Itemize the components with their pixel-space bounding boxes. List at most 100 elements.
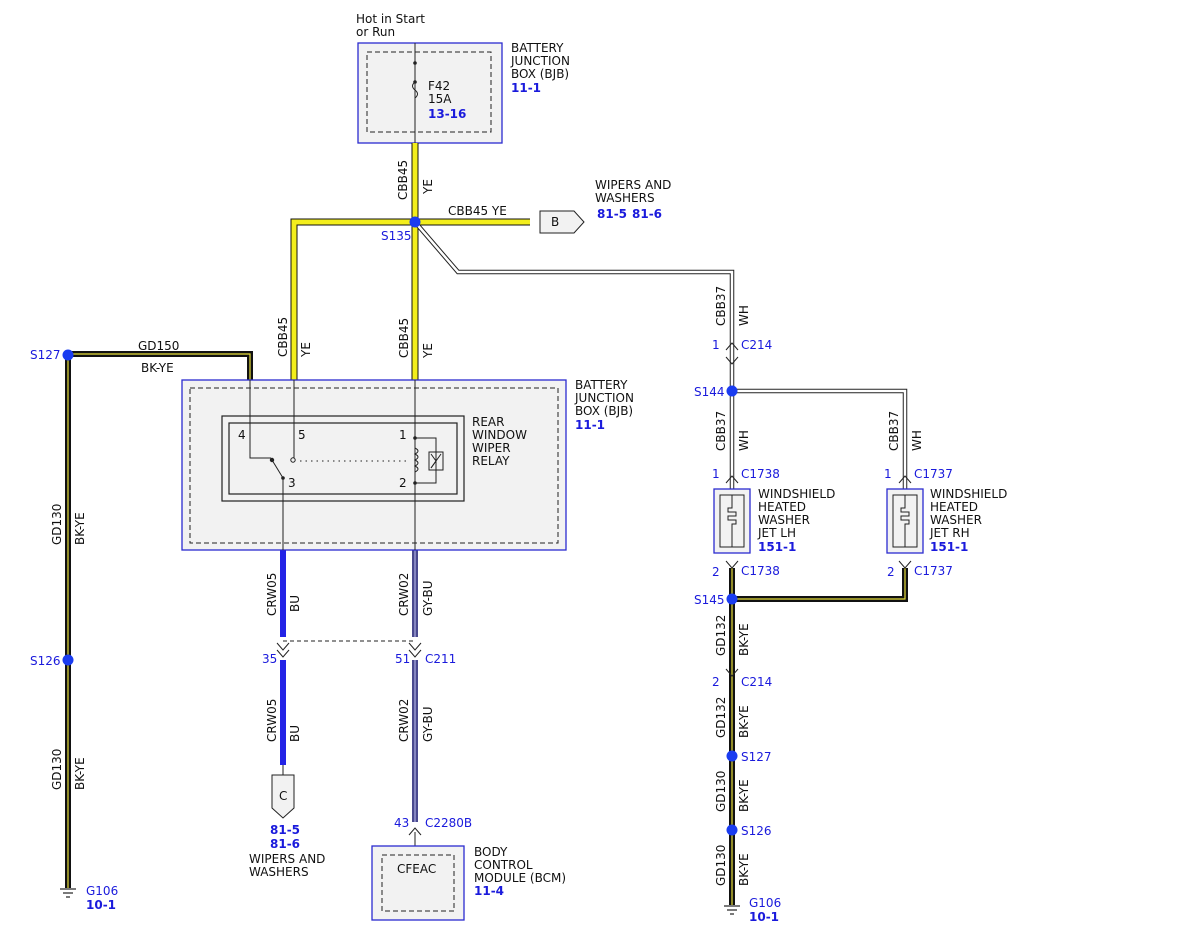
wire-label-mid-ye: YE [421,343,435,359]
relay-pin-3: 3 [288,476,296,490]
bjb-mid-label-2: JUNCTION [574,391,634,405]
relay-label-4: RELAY [472,454,510,468]
connector-c214-top: 1 C214 [712,338,772,365]
jet-rh-label-4: JET RH [929,526,970,540]
splice-s127-right [726,750,738,762]
bjb-top-label-1: BATTERY [511,41,564,55]
wire-label-gd130-1: GD130 [50,504,64,545]
relay-pin-5: 5 [298,428,306,442]
relay-label-2: WINDOW [472,428,527,442]
connector-c-shape [271,774,295,819]
c1737-top-pin: 1 [884,467,892,481]
ground-right: G106 10-1 [724,896,781,924]
splice-s135-label: S135 [381,229,412,243]
bcm: 43 C2280B CFEAC BODY CONTROL MODULE (BCM… [371,816,566,921]
wire-label-bkye-3: BK-YE [737,623,751,656]
c214-top-pin: 1 [712,338,720,352]
splice-s135 [409,216,421,228]
wire-label-mid-cbb45: CBB45 [397,318,411,358]
wire-label-bkye-6: BK-YE [737,853,751,886]
splice-s126-left-label: S126 [30,654,61,668]
c1738-bot-pin: 2 [712,565,720,579]
g106-left: G106 [86,884,118,898]
c2280b-pin: 43 [394,816,409,830]
bcm-inner [381,854,455,912]
connector-b: B WIPERS AND WASHERS 81-5 81-6 [539,178,671,234]
c1738-top-label: C1738 [741,467,780,481]
bjb-top-box [357,42,503,144]
wire-label-wh-3: WH [910,430,924,451]
relay-pin4-line [249,380,271,459]
relay-pin-4: 4 [238,428,246,442]
jet-rh-label-2: HEATED [930,500,978,514]
bcm-box [371,845,465,921]
connector-c-label: C [279,789,287,803]
wire-label-crw05-1: CRW05 [265,573,279,616]
wipers-right-ref-2: 81-6 [632,207,662,221]
splice-s144-label: S144 [694,385,725,399]
c1737-bot-pin: 2 [887,565,895,579]
wire-label-gd130-3: GD130 [714,771,728,812]
bcm-label-3: MODULE (BCM) [474,871,566,885]
jet-lh-heater-icon [727,495,737,547]
hot-label-2: or Run [356,25,395,39]
jet-rh-label-1: WINDSHIELD [930,487,1007,501]
c211-pin-35: 35 [262,652,277,666]
wipers-bottom-ref-1: 81-5 [270,823,300,837]
jet-lh-ref: 151-1 [758,540,796,554]
bcm-ref: 11-4 [474,884,504,898]
wire-label-cbb37-1: CBB37 [714,286,728,326]
splice-s145-label: S145 [694,593,725,607]
wire-label-bkye-4: BK-YE [737,705,751,738]
wire-label-cbb37-2: CBB37 [714,411,728,451]
bu-wires [280,550,418,848]
wire-label-cbb45-ye: CBB45 YE [448,204,507,218]
hot-label-1: Hot in Start [356,12,425,26]
wire-labels-vertical: CBB45 YE CBB45 YE CBB45 YE CBB37 WH CBB3… [50,160,924,886]
splice-s126-right [726,824,738,836]
bcm-label-2: CONTROL [474,858,533,872]
wire-label-bu-2: BU [288,725,302,742]
jet-rh-heater-icon [900,495,910,547]
wire-labels-horizontal: CBB45 YE GD150 BK-YE [138,204,507,375]
bjb-mid-inner [189,387,559,544]
fuse-ref: 13-16 [428,107,466,121]
wire-label-gd130-2: GD130 [50,749,64,790]
wire-label-gd150: GD150 [138,339,179,353]
wire-label-left-cbb45: CBB45 [276,317,290,357]
splice-s127-left [62,349,74,361]
jet-lh: 1 C1738 2 C1738 WINDSHIELD HEATED WASHER… [712,467,835,579]
wire-label-crw05-2: CRW05 [265,699,279,742]
splice-s127-left-label: S127 [30,348,61,362]
relay-pin-2: 2 [399,476,407,490]
relay-switch-blade [271,459,284,479]
c1737-bot-label: C1737 [914,564,953,578]
connector-b-shape [539,210,585,234]
g106-right: G106 [749,896,781,910]
wire-label-left-ye: YE [299,342,313,358]
splice-s126-left [62,654,74,666]
yellow-wires [290,143,530,380]
splice-s144 [726,385,738,397]
c1737-top-label: C1737 [914,467,953,481]
jet-lh-label-1: WINDSHIELD [758,487,835,501]
c1738-bot-label: C1738 [741,564,780,578]
wipers-bottom-ref-2: 81-6 [270,837,300,851]
jet-rh-label-3: WASHER [930,513,982,527]
c1738-top-pin: 1 [712,467,720,481]
relay-label-3: WIPER [472,441,511,455]
splice-s127-right-label: S127 [741,750,772,764]
bjb-top-label-3: BOX (BJB) [511,67,569,81]
c211-pin-51: 51 [395,652,410,666]
bjb-mid: BATTERY JUNCTION BOX (BJB) 11-1 REAR WIN… [181,378,634,551]
wire-label-gd130-4: GD130 [714,845,728,886]
wire-label-gd132-1: GD132 [714,615,728,656]
bjb-mid-label-1: BATTERY [575,378,628,392]
bcm-label-1: BODY [474,845,508,859]
wire-label-bkye-1: BK-YE [73,512,87,545]
jet-lh-label-2: HEATED [758,500,806,514]
bjb-top: Hot in Start or Run BATTERY JUNCTION BOX… [356,12,570,144]
jet-lh-label-4: JET LH [757,526,796,540]
connector-c: C 81-5 81-6 WIPERS AND WASHERS [249,774,325,879]
